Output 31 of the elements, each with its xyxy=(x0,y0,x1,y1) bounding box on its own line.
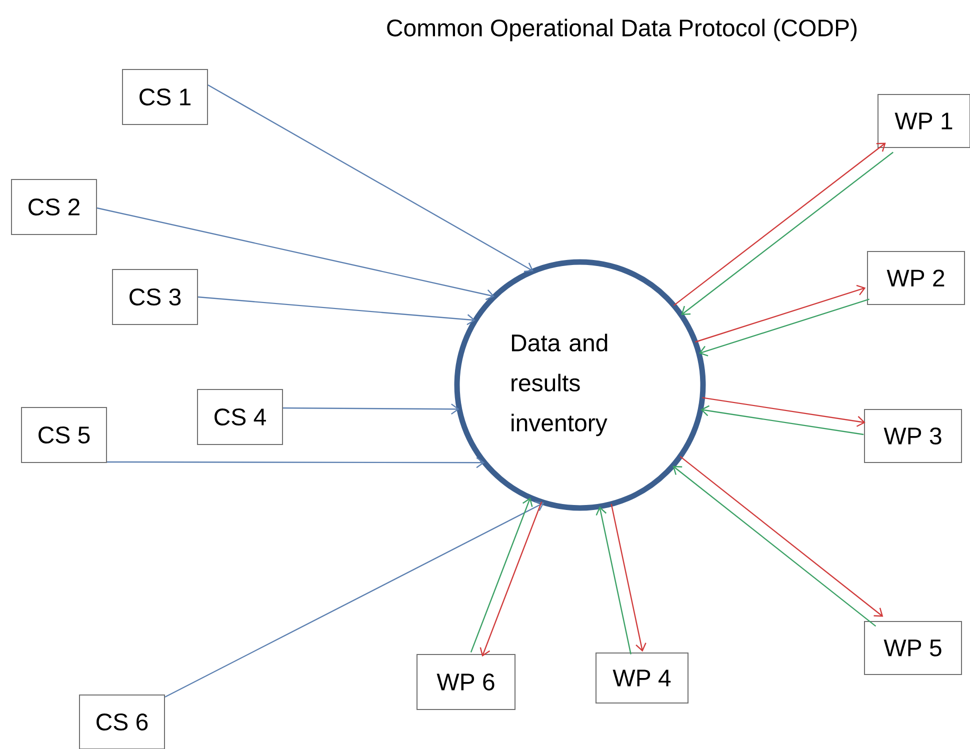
arrow xyxy=(680,456,884,617)
arrow xyxy=(681,152,894,315)
arrow xyxy=(164,501,544,698)
arrow xyxy=(596,506,632,654)
label-box: CS 4 xyxy=(197,389,283,445)
title: Common Operational Data Protocol (CODP) xyxy=(387,18,857,42)
arrow xyxy=(702,397,866,427)
arrow xyxy=(695,284,866,343)
arrow xyxy=(96,207,495,300)
arrow xyxy=(480,502,542,657)
label-box: WP 3 xyxy=(864,409,962,463)
label-box: WP 4 xyxy=(596,652,688,704)
label-box: CS 6 xyxy=(79,694,165,749)
label-box: CS 5 xyxy=(21,407,107,463)
arrow xyxy=(673,142,886,306)
label-box: WP 6 xyxy=(416,654,516,710)
arrow xyxy=(698,298,870,356)
label-box: CS 3 xyxy=(112,269,198,325)
arrow xyxy=(198,296,476,326)
arrow xyxy=(283,404,460,415)
label-box: WP 2 xyxy=(867,251,965,305)
label-box: CS 1 xyxy=(122,69,208,125)
arrow xyxy=(672,466,876,627)
arrow xyxy=(700,405,864,436)
label-box: WP 5 xyxy=(864,621,962,675)
arrow xyxy=(610,504,646,652)
arrow xyxy=(470,498,533,653)
arrow xyxy=(208,84,534,272)
label-box: CS 2 xyxy=(11,179,97,235)
arrow xyxy=(107,457,485,468)
label-box: WP 1 xyxy=(878,94,970,148)
